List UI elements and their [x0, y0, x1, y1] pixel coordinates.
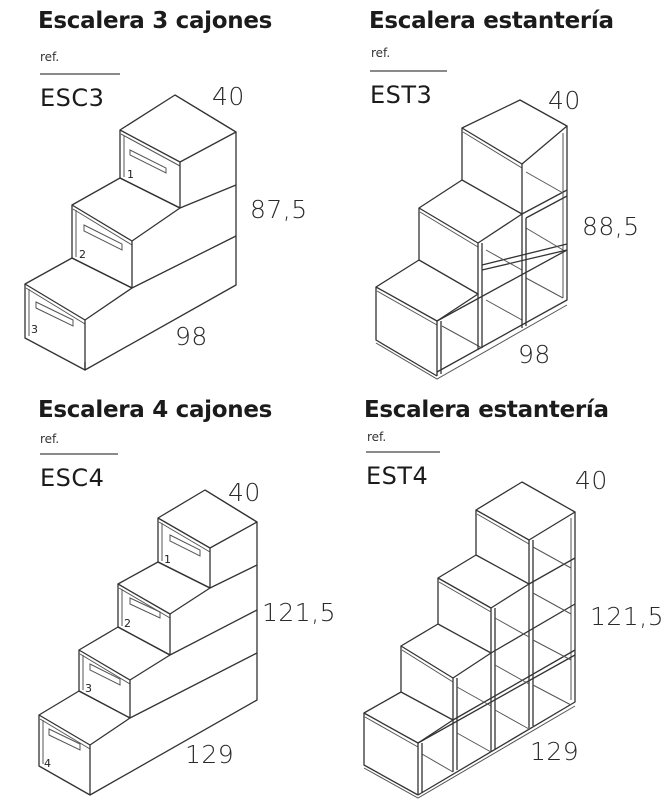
dimension-depth: 40 — [548, 86, 581, 115]
dimension-depth: 40 — [575, 466, 608, 495]
ref-label: ref. — [40, 50, 60, 64]
drawer-number: 3 — [85, 682, 92, 695]
product-title: Escalera 3 cajones — [38, 8, 273, 34]
dimension-depth: 40 — [228, 478, 261, 507]
product-code: ESC3 — [40, 84, 105, 112]
est3-drawing — [375, 99, 568, 380]
dimension-width: 129 — [185, 740, 235, 769]
ref-label: ref. — [367, 430, 387, 444]
product-code: EST4 — [366, 462, 429, 490]
product-code: EST3 — [370, 81, 433, 109]
est4-drawing — [363, 481, 576, 799]
dimension-height: 88,5 — [582, 212, 640, 241]
drawer-number: 2 — [124, 617, 131, 630]
dimension-width: 129 — [530, 737, 580, 766]
drawer-number: 4 — [44, 757, 51, 770]
divider — [366, 451, 440, 453]
esc3-drawing: 1 2 3 — [24, 94, 237, 371]
dimension-width: 98 — [518, 340, 551, 369]
product-title: Escalera estantería — [369, 8, 614, 34]
drawer-number: 3 — [31, 323, 38, 336]
drawer-number: 2 — [79, 248, 86, 261]
divider — [40, 453, 118, 455]
ref-label: ref. — [371, 46, 391, 60]
dimension-height: 121,5 — [262, 598, 337, 627]
esc4-drawing: 1 2 3 4 — [38, 489, 258, 796]
divider — [40, 73, 120, 75]
dimension-height: 87,5 — [250, 195, 308, 224]
ref-label: ref. — [40, 432, 60, 446]
dimension-height: 121,5 — [590, 602, 665, 631]
divider — [370, 70, 447, 72]
product-code: ESC4 — [40, 464, 105, 492]
product-title: Escalera estantería — [364, 397, 609, 423]
dimension-depth: 40 — [212, 82, 245, 111]
dimension-width: 98 — [175, 322, 208, 351]
drawer-number: 1 — [127, 168, 134, 181]
product-title: Escalera 4 cajones — [38, 397, 273, 423]
drawer-number: 1 — [164, 553, 171, 566]
